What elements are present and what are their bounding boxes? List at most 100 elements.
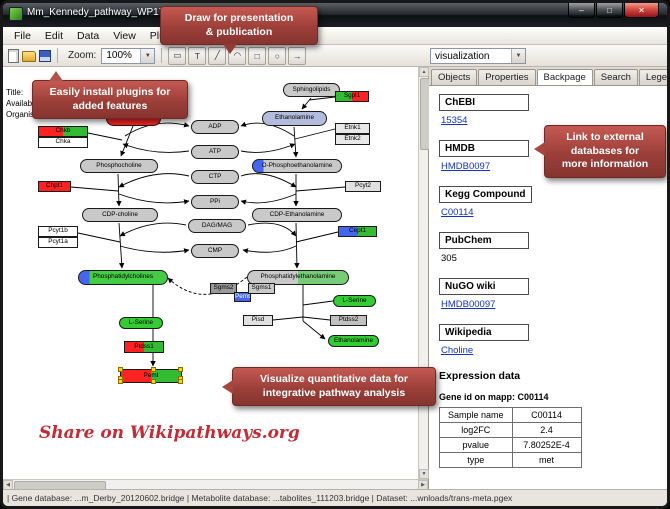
node-cdp-ethanolamine[interactable]: CDP-Ethanolamine [252,208,342,222]
menu-file[interactable]: File [14,29,31,42]
node-ptdss1[interactable]: Ptdss1 [124,341,164,353]
pathway-edge[interactable] [118,193,190,205]
pathway-edge[interactable] [167,276,248,295]
node-o-phosphoethanolamine[interactable]: O-Phosphoethanolamine [252,159,342,173]
scroll-down-icon[interactable]: ▼ [419,469,429,479]
pathway-edge[interactable] [118,222,125,269]
tab-backpage[interactable]: Backpage [536,69,593,86]
rect-tool-icon[interactable]: □ [248,46,267,65]
selection-handle[interactable] [178,367,183,372]
selection-handle[interactable] [151,379,156,384]
selection-handle[interactable] [118,367,123,372]
pathway-edge[interactable] [272,316,304,321]
node-ppi[interactable]: PPi [191,195,239,209]
menu-data[interactable]: Data [77,29,100,42]
open-file-icon[interactable] [22,51,36,62]
node-sgpl1[interactable]: Sgpl1 [335,91,369,102]
chevron-down-icon[interactable]: ▼ [511,49,525,63]
node-ctp[interactable]: CTP [191,170,239,184]
node-sgms1[interactable]: Sgms1 [248,283,275,294]
pathway-edge[interactable] [294,222,300,269]
arrow-tool-icon[interactable]: → [288,46,307,65]
title-bar[interactable]: Mm_Kennedy_pathway_WP1771_45176.gp... – … [3,3,667,27]
line-tool-icon[interactable]: ╱ [208,46,227,65]
pathway-edge[interactable] [70,186,119,192]
external-link[interactable]: 15354 [441,115,468,126]
node-atp[interactable]: ATP [191,145,239,159]
pathway-edge[interactable] [119,222,187,237]
external-link[interactable]: HMDB00097 [441,299,496,310]
pathway-edge[interactable] [122,143,190,153]
node-ptdss2[interactable]: Ptdss2 [330,315,367,326]
pathway-edge[interactable] [294,128,336,140]
node-pcyt2[interactable]: Pcyt2 [345,181,381,192]
pathway-edge[interactable] [302,300,334,306]
external-link[interactable]: HMDB0097 [441,161,491,172]
tab-legend[interactable]: Legend [638,69,667,85]
pathway-canvas[interactable]: Title: Availability: Organism: Sphingoli… [3,67,418,479]
vertical-scrollbar[interactable]: ▲ ▼ [418,67,430,479]
pathway-edge[interactable] [302,316,331,321]
horizontal-scrollbar[interactable]: ◀ ▶ [3,479,428,491]
pathway-edge[interactable] [302,320,326,340]
pathway-edge[interactable] [242,245,297,254]
node-ethanolamine-top[interactable]: Ethanolamine [262,111,327,126]
selection-handle[interactable] [118,379,123,384]
menu-view[interactable]: View [113,29,136,42]
node-pcyt1a[interactable]: Pcyt1a [38,237,78,248]
pathway-edge[interactable] [308,96,336,101]
node-etnk1[interactable]: Etnk1 [335,123,370,134]
node-chkb[interactable]: Chkb [38,126,88,137]
node-selected-node[interactable]: Pemt [118,367,183,384]
node-cept1[interactable]: Cept1 [338,226,377,237]
node-cdp-choline[interactable]: CDP-choline [82,208,158,222]
selection-handle[interactable] [151,367,156,372]
pathway-edge[interactable] [295,231,339,243]
save-icon[interactable] [39,49,51,62]
visualization-combobox[interactable]: visualization ▼ [430,48,526,64]
label-tool-icon[interactable]: T [188,46,207,65]
node-chpt1[interactable]: Chpt1 [38,181,71,192]
minimize-button[interactable]: – [568,3,595,18]
external-link[interactable]: Choline [441,345,474,356]
node-phosphatidylcholines[interactable]: Phosphatidylcholines [78,270,168,285]
node-dag-mag[interactable]: DAG/MAG [188,219,246,233]
node-sphingolipids[interactable]: Sphingolipids [283,83,340,97]
external-link[interactable]: C00114 [441,207,474,218]
oval-tool-icon[interactable]: ○ [268,46,287,65]
pathway-edge[interactable] [240,143,296,153]
pathway-edge[interactable] [120,125,134,157]
node-sgms2[interactable]: Sgms2 [210,283,237,294]
chevron-down-icon[interactable]: ▼ [140,48,155,63]
node-pisd[interactable]: Pisd [243,315,273,326]
pathway-edge[interactable] [118,173,190,188]
node-phosphatidylethanolamine[interactable]: Phosphatidylethanolamine [247,270,349,285]
node-ethanolamine-bottom[interactable]: Ethanolamine [328,335,379,347]
tab-objects[interactable]: Objects [431,69,478,85]
node-adp[interactable]: ADP [191,120,239,134]
maximize-button[interactable]: □ [596,3,623,18]
node-phosphocholine[interactable]: Phosphocholine [80,159,158,173]
pathway-edge[interactable] [119,245,190,254]
pathway-edge[interactable] [240,193,297,205]
node-chka[interactable]: Chka [38,137,88,148]
new-file-icon[interactable] [8,48,19,63]
node-cmp[interactable]: CMP [191,244,239,258]
selection-handle[interactable] [178,379,183,384]
pathway-edge[interactable] [240,173,297,188]
menu-edit[interactable]: Edit [44,29,64,42]
close-button[interactable]: ✕ [624,3,659,18]
node-pcyt1b[interactable]: Pcyt1b [38,226,78,237]
node-l-serine-right[interactable]: L-Serine [333,295,376,307]
pathway-edge[interactable] [247,222,297,237]
node-l-serine-left[interactable]: L-Serine [119,317,163,329]
node-etnk2[interactable]: Etnk2 [335,134,370,145]
pathway-edge[interactable] [292,126,299,158]
tab-properties[interactable]: Properties [478,69,536,85]
pathway-edge[interactable] [295,186,346,192]
pathway-edge[interactable] [77,232,121,243]
datanode-tool-icon[interactable]: ▭ [168,46,187,65]
pathway-edge[interactable] [116,173,122,207]
scroll-up-icon[interactable]: ▲ [419,67,429,77]
tab-search[interactable]: Search [593,69,638,85]
